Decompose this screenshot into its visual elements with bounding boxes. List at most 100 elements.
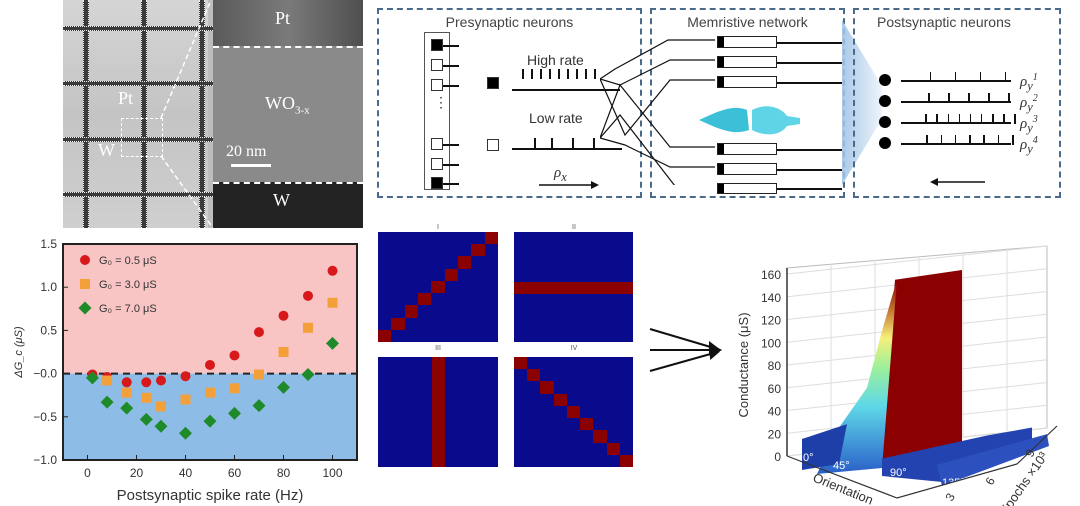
y-tick-label: 1.5	[40, 237, 57, 251]
output-neuron	[879, 116, 891, 128]
spike	[980, 114, 983, 124]
tem-micrograph: Pt W Pt WO3-x W 20 nm	[63, 0, 363, 228]
data-point-circle	[205, 359, 215, 370]
scale-bar-label: 20 nm	[226, 143, 267, 160]
data-point-square	[303, 322, 313, 333]
spike	[947, 114, 950, 124]
z-tick-label: 120	[761, 314, 781, 328]
spike	[572, 138, 574, 148]
data-point-circle	[229, 350, 240, 361]
bar-135deg	[882, 427, 1032, 482]
neuron-wire	[443, 164, 459, 166]
legend-label: G₀ = 3.0 μS	[99, 279, 157, 291]
spike	[585, 69, 587, 79]
bar-0deg	[802, 424, 847, 470]
heatmap-cell	[540, 381, 554, 394]
orientation-tick-label: 45°	[833, 460, 850, 472]
data-point-square	[278, 347, 289, 357]
bar-45deg	[817, 279, 897, 474]
spike	[936, 114, 938, 124]
spike	[925, 114, 927, 124]
wire	[777, 188, 842, 190]
data-point-circle	[303, 290, 313, 301]
spike	[576, 69, 578, 79]
legend-marker	[78, 301, 92, 315]
interface-line	[213, 182, 363, 184]
neuron-active	[431, 39, 443, 51]
high-rate-label: High rate	[527, 52, 584, 68]
data-point-circle	[327, 265, 338, 276]
legend-label: G₀ = 0.5 μS	[99, 255, 157, 267]
w-layer	[213, 182, 363, 228]
postsynaptic-panel: Postsynaptic neurons ρy1 ρy2 ρy3 ρy4	[853, 8, 1061, 198]
zoom-lines	[160, 0, 214, 228]
interface-line	[213, 46, 363, 48]
data-point-diamond	[301, 367, 315, 381]
memristor	[717, 143, 777, 155]
spike	[954, 72, 956, 82]
spike	[522, 69, 524, 79]
neuron-wire	[443, 183, 459, 185]
memristor	[717, 56, 777, 68]
bar-90deg	[880, 270, 962, 466]
memristor	[717, 183, 777, 194]
heatmap-cell	[404, 305, 418, 318]
spike	[1012, 135, 1014, 145]
rho-y-4: ρy4	[1020, 135, 1038, 156]
neuron-wire	[443, 65, 459, 67]
data-point-diamond	[154, 419, 168, 433]
memristive-title: Memristive network	[687, 14, 808, 30]
heatmap-cell	[378, 329, 392, 342]
heatmap-cell	[514, 281, 633, 294]
neuron-inactive	[431, 59, 443, 71]
bottom-w-label: W	[273, 190, 290, 210]
spike	[954, 135, 957, 145]
heatmap-cell	[471, 244, 485, 257]
spike	[531, 69, 533, 79]
z-tick-label: 160	[761, 268, 781, 282]
spike	[551, 138, 553, 148]
neuron-column	[424, 32, 450, 190]
data-point-diamond	[100, 395, 114, 409]
heatmap-cell	[432, 357, 446, 467]
data-point-square	[102, 375, 113, 386]
spike	[549, 69, 551, 79]
x-tick-label: 60	[228, 466, 242, 480]
spike	[948, 93, 950, 103]
data-point-diamond	[326, 336, 339, 350]
heatmap-label-i: I	[437, 224, 439, 231]
data-point-diamond	[120, 401, 134, 415]
oxide-label: WO3-x	[265, 93, 310, 117]
base-edge	[786, 425, 1058, 499]
data-point-square	[180, 394, 191, 405]
y-tick-label: −0.5	[33, 410, 57, 424]
z-tick-label: 100	[761, 336, 781, 350]
spike	[979, 72, 981, 82]
legend-marker	[80, 279, 90, 289]
legend-label: G₀ = 7.0 μS	[99, 303, 157, 315]
data-point-diamond	[179, 426, 192, 440]
heatmap-pattern-i	[378, 232, 498, 342]
output-neuron	[879, 95, 891, 107]
heatmap-label-iii: III	[435, 345, 441, 352]
data-point-diamond	[139, 412, 153, 426]
postsynaptic-title: Postsynaptic neurons	[877, 14, 1011, 30]
data-point-diamond	[85, 371, 99, 385]
legend-marker	[80, 255, 90, 265]
z-axis-label: Conductance (μS)	[736, 312, 751, 417]
spike	[593, 138, 595, 148]
crossbar-array-image: Pt W	[63, 0, 213, 228]
spike	[1014, 114, 1016, 124]
data-point-square	[229, 383, 240, 394]
heatmap-cell	[458, 256, 472, 269]
heatmap-pattern-iv	[514, 357, 633, 467]
neuron-inactive	[431, 158, 443, 170]
spike	[940, 135, 943, 145]
heatmap-cell	[431, 280, 445, 294]
spike	[997, 135, 1000, 145]
spike	[992, 114, 994, 124]
rho-y-2: ρy2	[1020, 93, 1038, 114]
data-point-square	[205, 387, 215, 398]
top-pt-label: Pt	[275, 8, 291, 28]
